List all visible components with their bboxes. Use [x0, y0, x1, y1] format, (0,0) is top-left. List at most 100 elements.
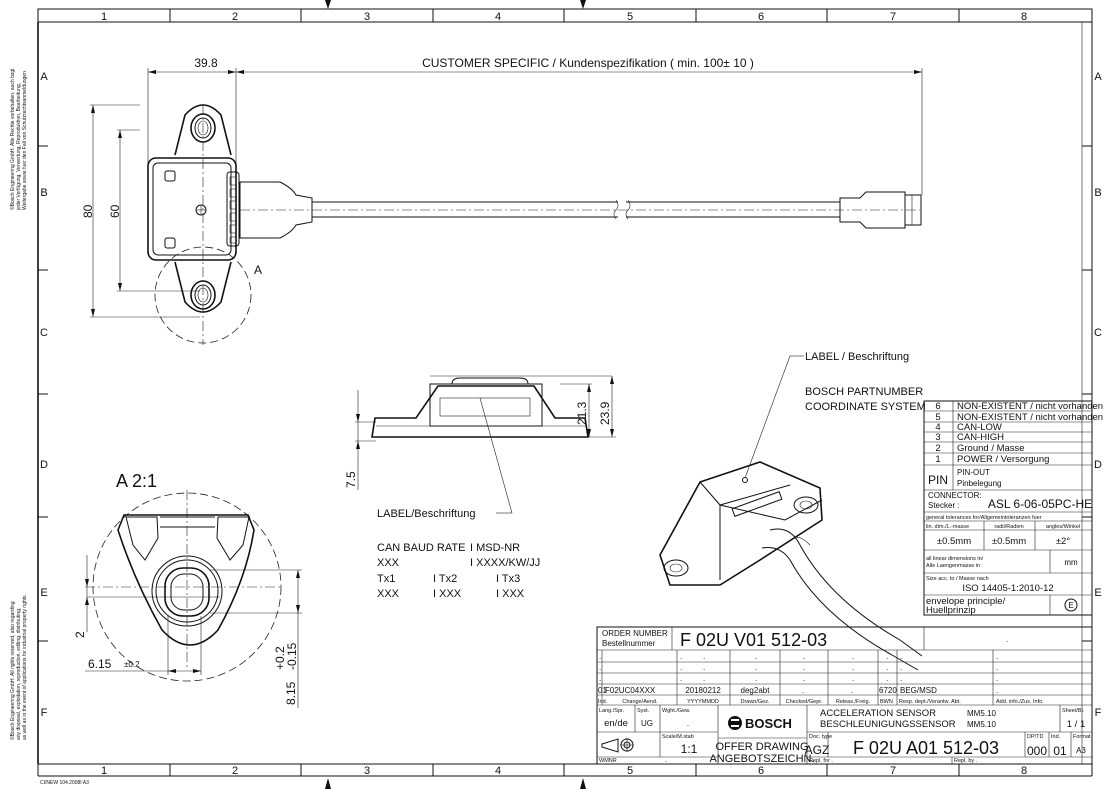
detail-view-a: A 2:1 2 6.15 ±0.2 8.15 +0.2 -0.15 — [73, 471, 302, 708]
row-label: A — [1094, 71, 1102, 83]
detail-title: A 2:1 — [116, 471, 157, 491]
column-label: 3 — [364, 11, 370, 23]
drawing-number: F 02U A01 512-03 — [853, 738, 999, 758]
weight-value: . — [687, 719, 689, 728]
svg-text:.: . — [599, 674, 601, 683]
column-label: 1 — [101, 765, 107, 777]
wmnr-value: . — [665, 755, 667, 764]
copyright-line: ©Bosch Engineering GmbH. Alle Rechte vor… — [9, 67, 16, 210]
svg-text:.: . — [900, 652, 902, 661]
doc-type-label: Doc. type — [809, 734, 832, 740]
row-label: F — [41, 707, 48, 719]
projection-symbol-icon — [601, 738, 634, 753]
bosch-logo: BOSCH — [728, 716, 792, 731]
doc-kind: OFFER DRAWING — [715, 741, 808, 753]
row-label: C — [1094, 327, 1102, 339]
svg-text:.: . — [803, 652, 805, 661]
iso-label-callout: LABEL / Beschriftung — [805, 351, 909, 363]
copyright-notice-de: ©Bosch Engineering GmbH. Alle Rechte vor… — [9, 67, 28, 211]
format-value: A3 — [1076, 746, 1086, 755]
envelope-label: envelope principle/ — [926, 596, 1006, 607]
connector-label: CONNECTOR: — [928, 491, 982, 500]
repl-for: Repl. for . — [809, 758, 833, 764]
model: MM5.10 — [967, 709, 996, 718]
pin-number: 4 — [935, 422, 940, 433]
pin-header: PIN — [928, 473, 948, 487]
centering-mark-icon — [325, 0, 331, 9]
svg-text:.: . — [852, 663, 854, 672]
weight-label: Wght./Gew. — [662, 708, 691, 714]
dim-height-label: 8.15 — [284, 681, 298, 705]
dpto-value: 000 — [1027, 744, 1047, 758]
lang-label: Lang./Spr. — [599, 708, 625, 714]
tolerance-header: radii/Radien — [994, 524, 1023, 530]
tolerances-title: general tolerances for/Allgemeintoleranz… — [926, 515, 1042, 521]
brand-wordmark: BOSCH — [745, 716, 792, 731]
row-label: E — [40, 587, 47, 599]
column-label: 7 — [890, 765, 896, 777]
svg-text:.: . — [996, 674, 998, 683]
size-label: Size acc. to / Masse nach — [926, 576, 989, 582]
centering-mark-icon — [580, 0, 586, 9]
svg-text:.: . — [755, 652, 757, 661]
envelope-symbol: E — [1068, 601, 1073, 610]
svg-text:.: . — [703, 663, 705, 672]
column-label: 1 — [101, 11, 107, 23]
pinout-header: PIN-OUT — [957, 468, 990, 477]
dim-width-tolerance: ±0.2 — [124, 660, 140, 669]
label-info-text: CAN BAUD RATE — [377, 542, 465, 554]
repl-by: Repl. by . — [954, 758, 978, 764]
isometric-view: LABEL / Beschriftung BOSCH PARTNUMBER CO… — [659, 351, 926, 671]
copyright-line: ©Bosch Engineering GmbH. All rights rese… — [9, 601, 16, 740]
scale-value: 1:1 — [681, 742, 698, 756]
copyright-line: as well as in the event of applications … — [22, 594, 28, 740]
dim-height-outer-label: 80 — [81, 204, 95, 218]
svg-text:.: . — [900, 674, 902, 683]
svg-text:.: . — [852, 652, 854, 661]
order-extra: . — [1006, 635, 1008, 644]
svg-text:.: . — [996, 663, 998, 672]
svg-text:.: . — [886, 663, 888, 672]
title-block: ORDER NUMBER Bestellnummer F 02U V01 512… — [596, 626, 1093, 765]
copyright-line: any disposal, exploitation, reproduction… — [16, 608, 22, 740]
label-info-text: I Tx3 — [496, 573, 520, 585]
pinout-header: Pinbelegung — [957, 479, 1001, 488]
connector-label: Stecker : — [928, 501, 960, 510]
blank-change-rows: ......... ......... ......... — [599, 652, 998, 683]
label-info-text: Tx1 — [377, 573, 395, 585]
change-cell: 01 — [598, 686, 607, 695]
svg-text:.: . — [803, 674, 805, 683]
svg-text:.: . — [886, 652, 888, 661]
change-header: Ind. — [598, 699, 608, 705]
change-row: 01 F02UC04XXX 20180212 deg2abt . . 6720 … — [598, 686, 998, 695]
centering-mark-icon — [580, 778, 586, 789]
dim-height-inner-label: 60 — [108, 204, 122, 218]
dim-total-height-label: 23.9 — [598, 401, 612, 425]
row-label: B — [40, 187, 47, 199]
column-label: 4 — [495, 765, 501, 777]
change-header: Resp. dept./Verantw. Abt. — [899, 699, 961, 705]
dim-height-tolerance-lower: -0.15 — [285, 642, 299, 670]
svg-text:.: . — [852, 674, 854, 683]
tolerance-value: ±0.5mm — [937, 536, 971, 547]
tolerance-header: angles/Winkel — [1046, 524, 1080, 530]
copyright-line: jeder Verfügung, Verwertung, Reproduktio… — [16, 83, 22, 211]
copyright-line: Weitergabe sowie fuer den Fall von Schut… — [22, 70, 28, 210]
change-cell: deg2abt — [741, 686, 771, 695]
column-label: 2 — [232, 765, 238, 777]
syst-value: UG — [641, 719, 653, 728]
change-header: Add. info./Zus. Info. — [996, 699, 1044, 705]
dim-height-tolerance-upper: +0.2 — [273, 646, 287, 670]
svg-text:.: . — [680, 663, 682, 672]
order-number-label: Bestellnummer — [602, 639, 656, 648]
svg-text:.: . — [680, 652, 682, 661]
svg-text:.: . — [803, 663, 805, 672]
ind-label: Ind. — [1051, 734, 1061, 740]
column-label: 3 — [364, 765, 370, 777]
lang-value: en/de — [604, 718, 628, 729]
change-cell: 20180212 — [685, 686, 721, 695]
label-info-text: XXX — [377, 557, 400, 569]
order-number: F 02U V01 512-03 — [680, 630, 827, 650]
svg-text:.: . — [599, 652, 601, 661]
syst-label: Syst. — [637, 708, 650, 714]
